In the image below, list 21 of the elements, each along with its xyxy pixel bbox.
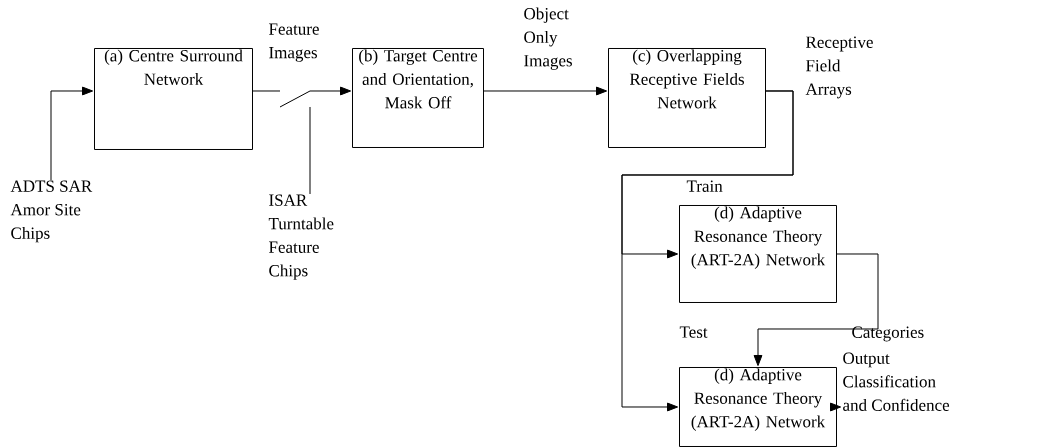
- arrow: [50, 86, 94, 181]
- edge-label: Train: [686, 180, 723, 192]
- edge-label: Test: [679, 326, 708, 338]
- arrow: [483, 86, 608, 96]
- output-label: Receptive Field Arrays: [805, 36, 873, 99]
- arrow: [753, 253, 879, 367]
- arrow: [829, 402, 842, 412]
- edge-label: Categories: [852, 326, 924, 342]
- input-label: Output Classification and Confidence: [843, 352, 950, 411]
- process-box: (b) Target Centre and Orientation, Mask Off: [352, 48, 484, 148]
- process-box: (c) Overlapping Receptive Fields Network: [608, 48, 766, 148]
- process-box: (d) Adaptive Resonance Theory (ART-2A) Network: [679, 367, 837, 447]
- input-label: ADTS SAR Amor Site Chips: [10, 180, 93, 243]
- process-box: (d) Adaptive Resonance Theory (ART-2A) Network: [679, 205, 837, 303]
- arrow: [309, 86, 352, 96]
- edge-label: Object Only Images: [524, 7, 572, 70]
- edge-label: Feature Images: [269, 23, 319, 62]
- process-box: (a) Centre Surround Network: [94, 48, 253, 150]
- input-label: ISAR Turntable Feature Chips: [268, 194, 334, 280]
- arrow: [621, 90, 794, 412]
- switch-symbol: [279, 90, 311, 108]
